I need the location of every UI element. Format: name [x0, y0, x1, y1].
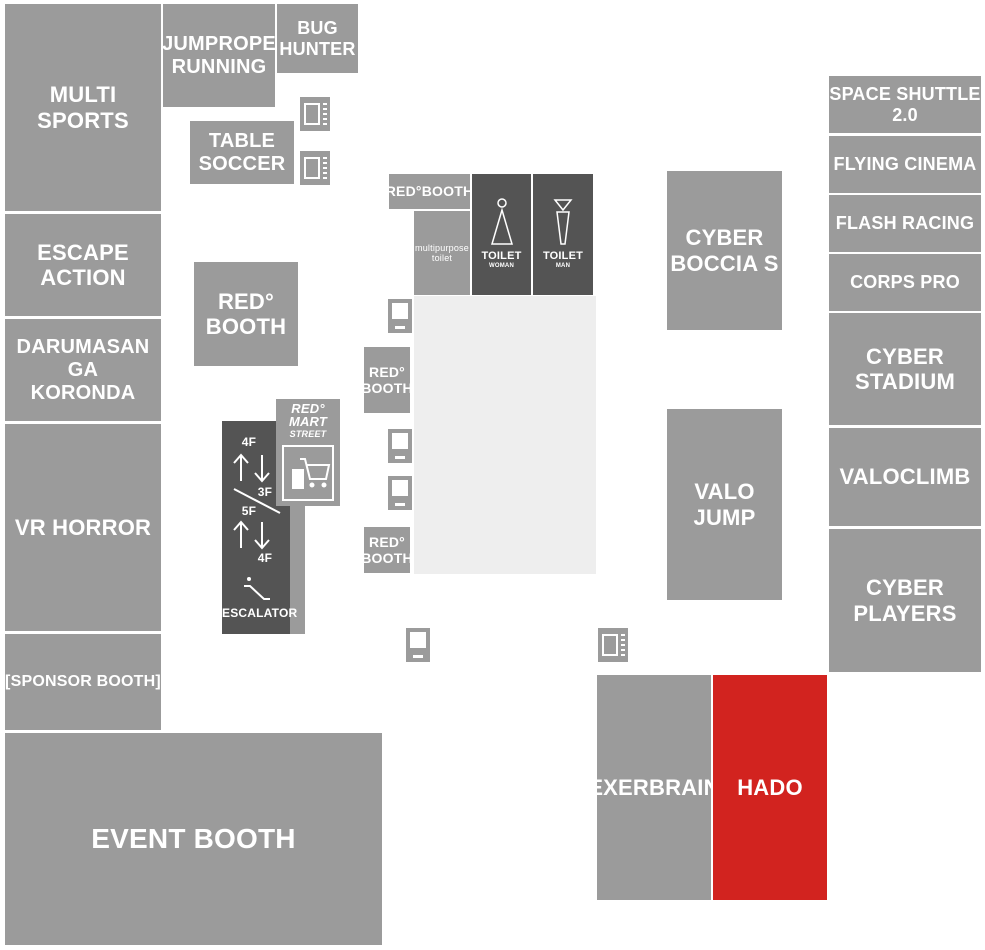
red-mart-line3: STREET	[289, 429, 327, 439]
toilet-woman[interactable]: TOILET WOMAN	[472, 174, 531, 295]
booth-cyber-players[interactable]: CYBER PLAYERS	[829, 529, 981, 672]
booth-escape-action[interactable]: ESCAPE ACTION	[5, 214, 161, 316]
floor-label-4f-top: 4F	[241, 435, 257, 449]
toilet-man[interactable]: TOILET MAN	[533, 174, 593, 295]
escalator-icon	[244, 577, 270, 600]
vending-machine-icon	[300, 151, 330, 185]
vending-machine-icon	[598, 628, 628, 662]
booth-jumprope-running[interactable]: JUMPROPE RUNNING	[162, 4, 276, 107]
man-icon	[553, 199, 573, 245]
atm-icon	[406, 628, 430, 662]
booth-valoclimb[interactable]: VALOCLIMB	[829, 428, 981, 526]
booth-bug-hunter[interactable]: BUG HUNTER	[277, 4, 358, 73]
plaza-area	[414, 296, 596, 574]
booth-space-shuttle[interactable]: SPACE SHUTTLE 2.0	[829, 76, 981, 133]
booth-multi-sports[interactable]: MULTI SPORTS	[5, 4, 161, 211]
red-mart-street[interactable]: RED° MART STREET	[276, 399, 340, 506]
booth-flying-cinema[interactable]: FLYING CINEMA	[829, 136, 981, 193]
toilet-man-sub: MAN	[555, 263, 571, 269]
booth-exerbrain[interactable]: EXERBRAIN	[588, 675, 719, 900]
escalator-label: ESCALATOR	[222, 606, 298, 620]
escalator-rail	[290, 506, 305, 634]
booth-valo-jump[interactable]: VALO JUMP	[667, 409, 782, 600]
red-mart-line1: RED°	[291, 401, 325, 416]
booth-table-soccer[interactable]: TABLE SOCCER	[190, 121, 294, 184]
booth-flash-racing[interactable]: FLASH RACING	[829, 195, 981, 252]
booth-red-mid[interactable]: RED° BOOTH	[361, 347, 413, 413]
booth-cyber-boccia[interactable]: CYBER BOCCIA S	[667, 171, 782, 330]
woman-icon	[490, 198, 514, 245]
toilet-man-label: TOILET	[542, 250, 584, 262]
atm-icon	[388, 476, 412, 510]
red-mart-line2: MART	[288, 414, 328, 429]
multipurpose-toilet[interactable]: multipurpose toilet	[414, 211, 470, 295]
shopping-cart-icon	[282, 445, 334, 501]
floor-label-3f: 3F	[257, 485, 273, 499]
vending-machine-icon	[300, 97, 330, 131]
floor-label-5f: 5F	[241, 504, 257, 518]
toilet-woman-label: TOILET	[481, 250, 522, 262]
booth-corps-pro[interactable]: CORPS PRO	[829, 254, 981, 311]
booth-hado[interactable]: HADO	[713, 675, 827, 900]
booth-darumasan-ga-koronda[interactable]: DARUMASAN GA KORONDA	[5, 319, 161, 421]
booth-event[interactable]: EVENT BOOTH	[5, 733, 382, 945]
toilet-woman-sub: WOMAN	[489, 263, 514, 269]
booth-sponsor[interactable]: [SPONSOR BOOTH]	[5, 634, 161, 730]
booth-red-low[interactable]: RED° BOOTH	[361, 527, 413, 573]
booth-vr-horror[interactable]: VR HORROR	[5, 424, 161, 631]
booth-red-left[interactable]: RED° BOOTH	[194, 262, 298, 366]
booth-cyber-stadium[interactable]: CYBER STADIUM	[829, 313, 981, 425]
floor-label-4f-bottom: 4F	[257, 551, 273, 565]
booth-red-top[interactable]: RED°BOOTH	[386, 174, 473, 209]
escalator-arrows-icon	[233, 453, 281, 600]
atm-icon	[388, 299, 412, 333]
atm-icon	[388, 429, 412, 463]
